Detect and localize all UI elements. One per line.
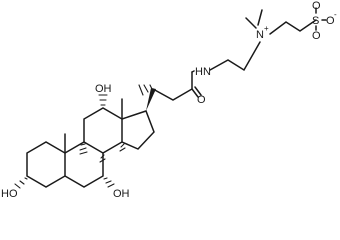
sulfonyl-oxygen-bottom-label: O [312, 30, 321, 42]
c3-hydroxyl-label: HO [1, 188, 18, 200]
carbonyl-oxygen-label: O [197, 94, 206, 106]
sulfonyl-oxygen-top-label: O [312, 0, 321, 12]
quaternary-nitrogen-label: N [256, 29, 264, 41]
c17-c20-wedge [146, 88, 156, 111]
n-methyl-1 [245, 17, 257, 29]
sulfopropyl-chain [269, 19, 317, 35]
c21-methyl-bond [138, 84, 153, 96]
c3-hydroxyl-bond [14, 177, 28, 189]
c12-hydroxyl-bond [98, 94, 108, 106]
chemical-structure: HN O N + S O O O - OH HO OH [1, 0, 337, 200]
sulfonate-oxygen-label: O [326, 15, 335, 27]
c12-hydroxyl-label: OH [95, 83, 112, 95]
negative-charge-label: - [334, 10, 337, 19]
steroid-nucleus [26, 107, 155, 188]
carbonyl-bond-b [194, 86, 202, 96]
side-chain [152, 71, 193, 101]
n-methyl-2 [257, 9, 263, 26]
ring-junction-hydrogens [79, 143, 126, 163]
sulfur-label: S [312, 15, 319, 27]
propyl-linker [209, 41, 261, 72]
c7-hydroxyl-label: OH [113, 188, 130, 200]
c7-hydroxyl-bond [103, 177, 115, 188]
amide-bond [191, 70, 195, 73]
positive-charge-label: + [264, 24, 269, 33]
amide-nitrogen-label: HN [195, 66, 211, 78]
carbonyl-bond-a [191, 88, 199, 98]
